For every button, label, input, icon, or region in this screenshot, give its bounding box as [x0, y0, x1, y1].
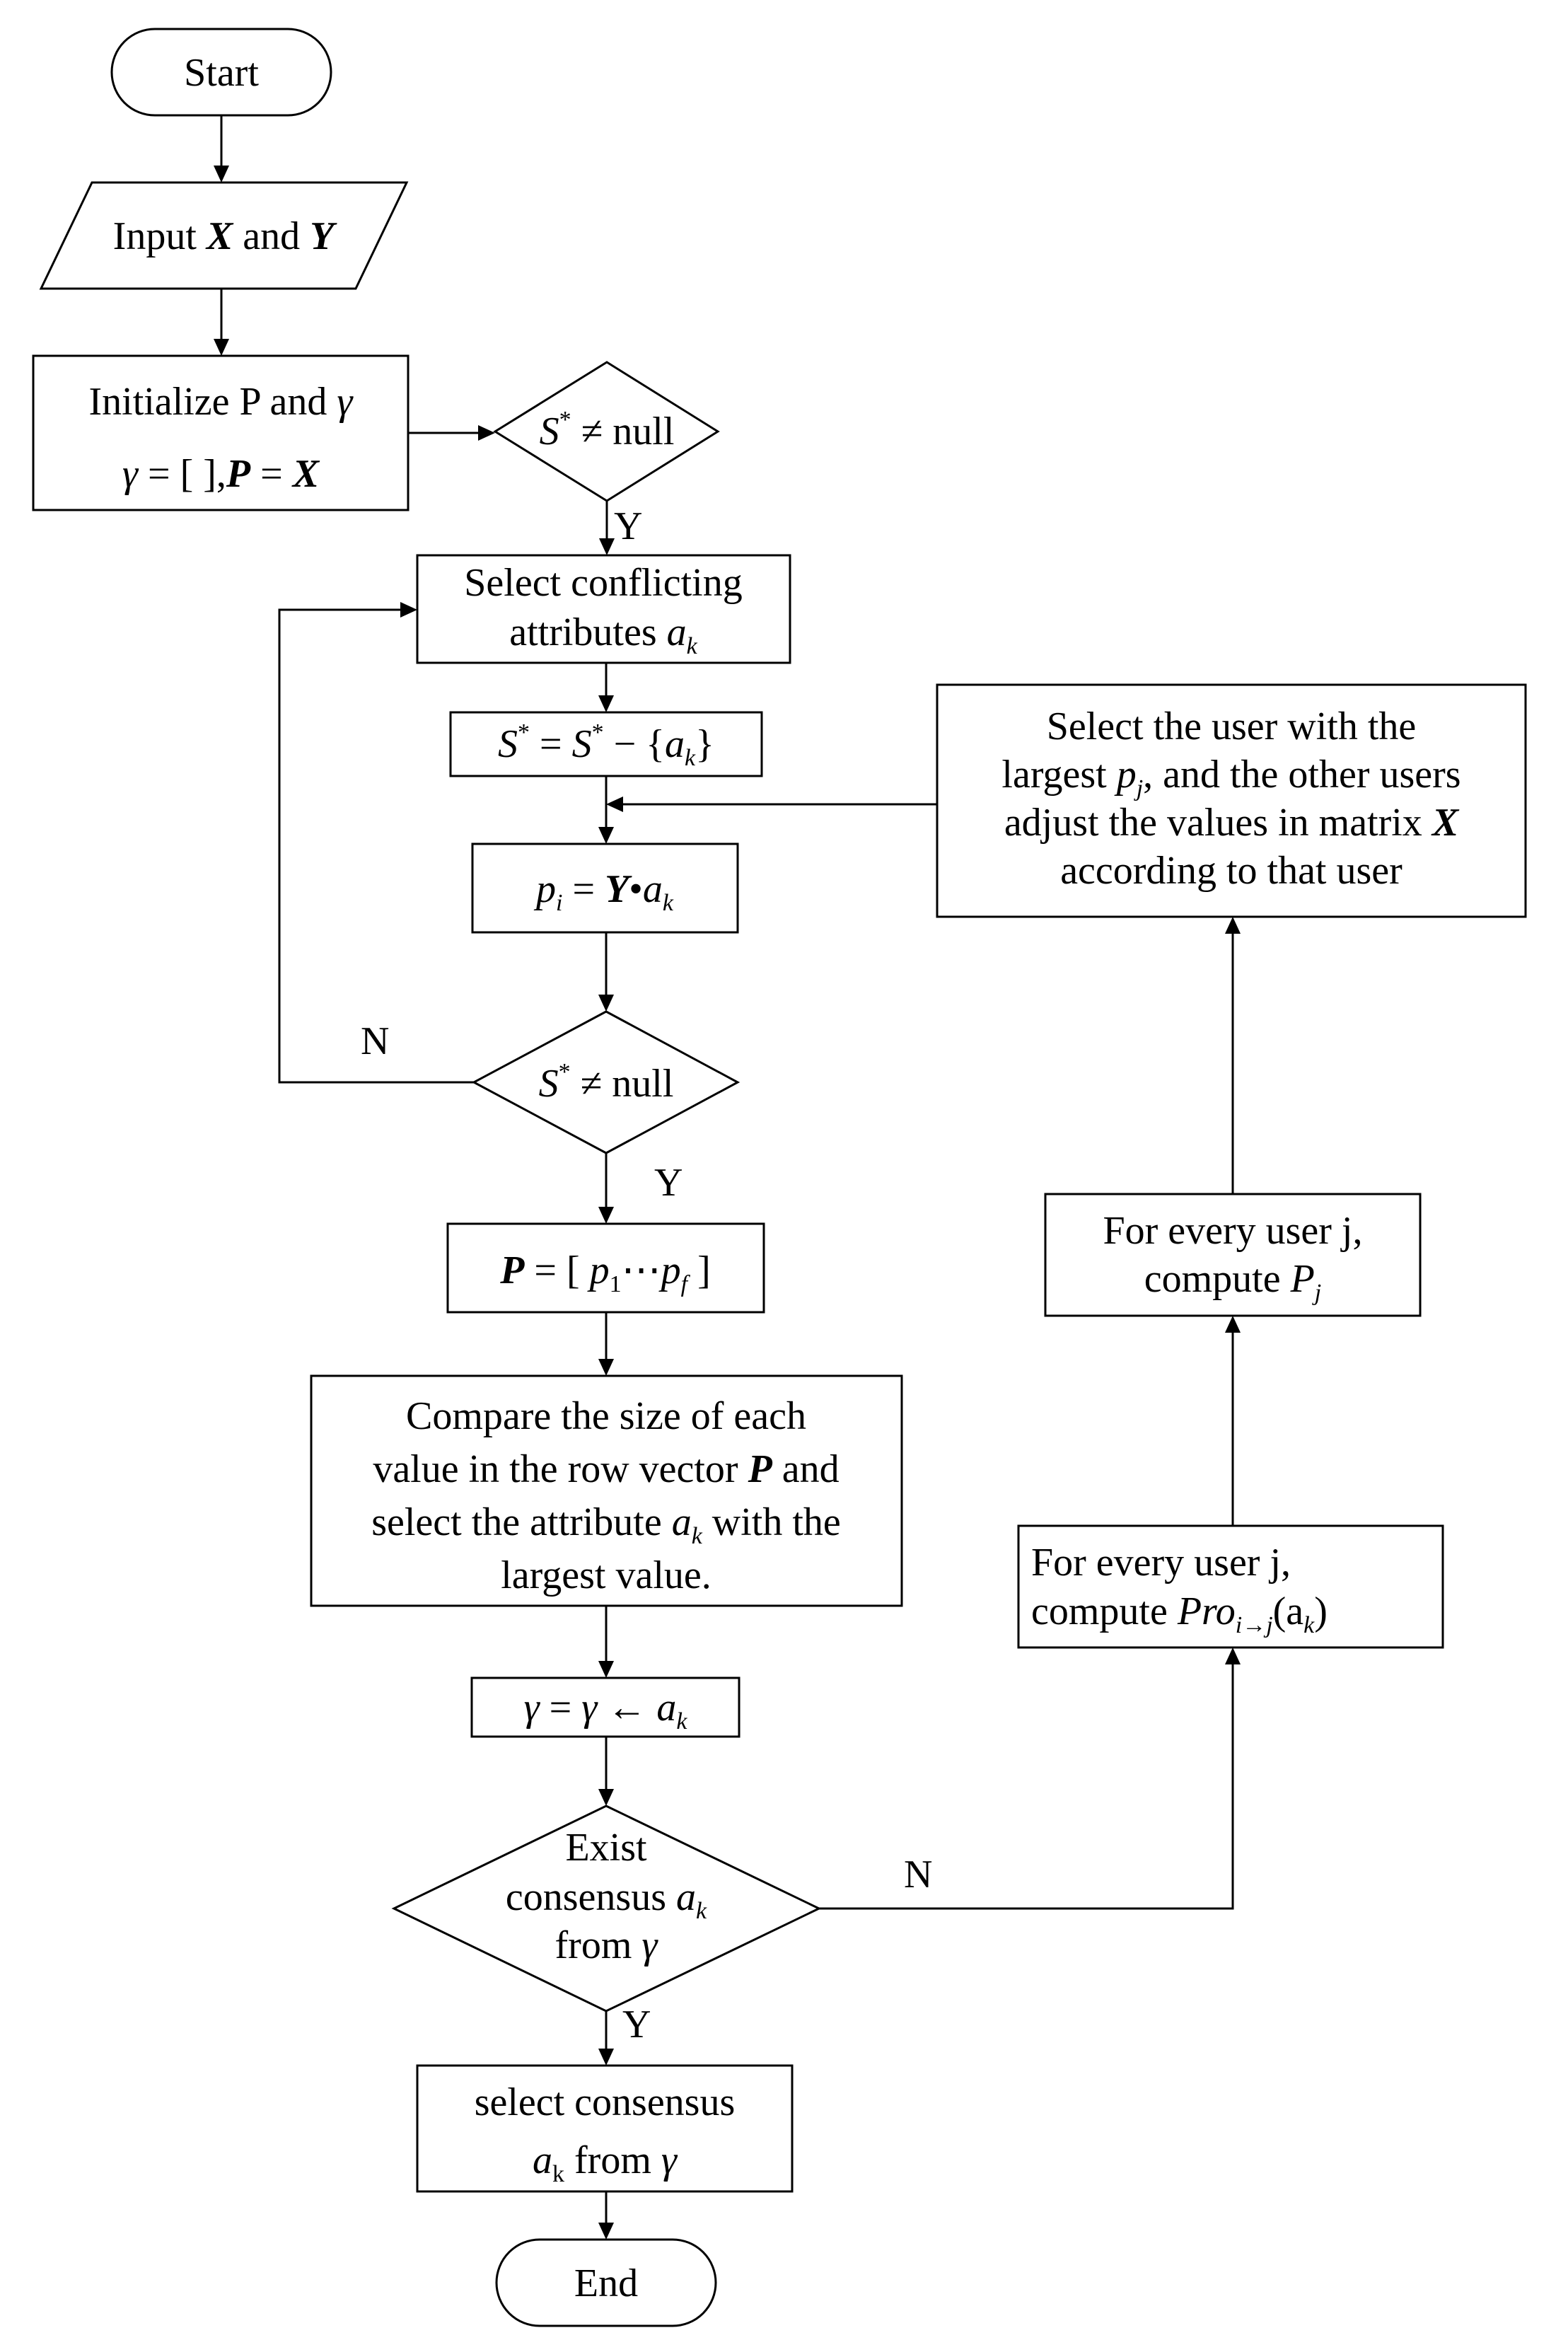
- end-label: End: [574, 2261, 638, 2305]
- compute-pj-line1: For every user j,: [1103, 1209, 1362, 1253]
- edge-label-yes-2: Y: [654, 1161, 683, 1205]
- select-conflicting-line1: Select conflicting: [464, 561, 742, 605]
- gamma-update-box: [470, 1676, 741, 1738]
- compute-pro-line2: compute Proi→j(ak): [1031, 1589, 1328, 1638]
- arrowhead: [400, 602, 417, 618]
- arrowhead: [598, 1207, 614, 1224]
- input-label: Input X and Y: [113, 214, 337, 258]
- edge-label-yes-1: Y: [614, 504, 642, 548]
- p-vector-box: [446, 1222, 765, 1314]
- arrowhead: [598, 695, 614, 712]
- select-consensus-line1: select consensus: [475, 2080, 736, 2124]
- arrowhead: [1225, 1316, 1241, 1333]
- arrowhead: [599, 538, 615, 555]
- initialize-box: [32, 354, 410, 511]
- p-i-label: pi = Y•ak: [533, 867, 674, 916]
- arrowhead: [214, 166, 229, 183]
- select-consensus-box: [416, 2064, 794, 2193]
- arrowhead: [1225, 1647, 1241, 1664]
- arrowhead: [598, 2223, 614, 2240]
- arrowhead: [606, 797, 623, 812]
- select-conflicting-line2: attributes ak: [509, 610, 697, 659]
- compute-pro-box: [1017, 1524, 1444, 1649]
- compare-line4: largest value.: [501, 1553, 712, 1597]
- decision-1-label: S* ≠ null: [540, 407, 675, 453]
- decision-2-label: S* ≠ null: [539, 1059, 674, 1106]
- decision-3-line3: from γ: [555, 1923, 659, 1967]
- arrowhead: [598, 2049, 614, 2066]
- edge-dec3-compute-pro: [819, 1663, 1234, 1910]
- start-label: Start: [184, 51, 259, 95]
- select-user-line2: largest pj, and the other users: [1001, 753, 1460, 801]
- select-user-line1: Select the user with the: [1047, 705, 1417, 748]
- select-user-line3: adjust the values in matrix X: [1004, 801, 1460, 845]
- compare-line2: value in the row vector P and: [373, 1447, 839, 1491]
- arrowhead: [598, 1661, 614, 1678]
- s-update-label: S* = S* − {ak}: [498, 719, 714, 771]
- select-consensus-line2: ak from γ: [533, 2138, 678, 2187]
- select-user-line4: according to that user: [1060, 849, 1403, 893]
- edge-dec2-loop-back: [278, 608, 474, 1084]
- initialize-line2: γ = [ ],P = X: [122, 452, 320, 496]
- decision-3-line1: Exist: [565, 1826, 647, 1870]
- gamma-update-label: γ = γ ← ak: [524, 1686, 688, 1734]
- edge-label-no-2: N: [904, 1853, 932, 1896]
- select-conflicting-box: [416, 554, 791, 664]
- compare-line1: Compare the size of each: [406, 1394, 806, 1438]
- decision-3-line2: consensus ak: [506, 1875, 707, 1924]
- select-user-box: [936, 683, 1527, 918]
- compute-pro-line1: For every user j,: [1031, 1541, 1291, 1585]
- compare-line3: select the attribute ak with the: [371, 1500, 841, 1549]
- arrowhead: [598, 1359, 614, 1376]
- p-i-box: [471, 842, 739, 934]
- edge-label-yes-3: Y: [622, 2003, 651, 2046]
- input-parallelogram: [39, 181, 409, 290]
- edge-label-no-1: N: [361, 1019, 389, 1063]
- compare-box: [310, 1374, 903, 1607]
- compute-pj-line2: compute Pj: [1144, 1257, 1322, 1306]
- s-update-box: [449, 711, 763, 777]
- arrowhead: [598, 1789, 614, 1806]
- arrowhead: [1225, 917, 1241, 934]
- p-vector-label: P = [ p1⋯pf ]: [499, 1249, 711, 1297]
- arrowhead: [598, 827, 614, 844]
- arrowhead: [214, 339, 229, 356]
- arrowhead: [598, 995, 614, 1012]
- initialize-line1: Initialize P and γ: [88, 380, 354, 424]
- arrowhead: [478, 425, 495, 441]
